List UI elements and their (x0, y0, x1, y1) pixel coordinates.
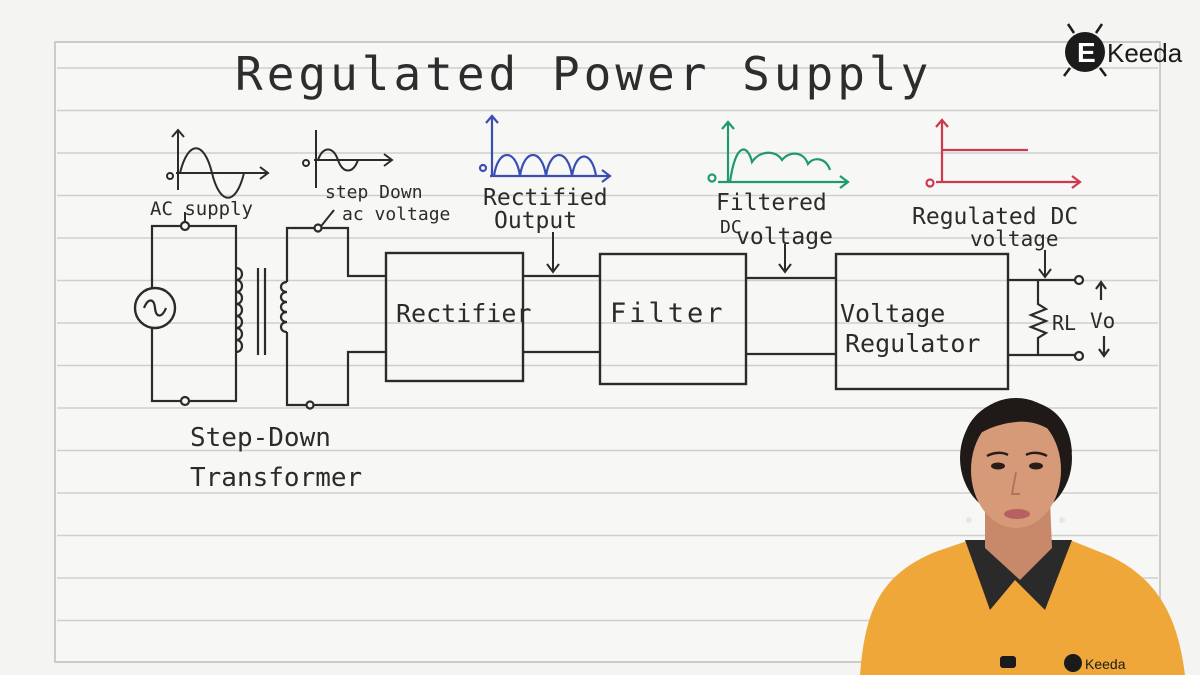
ac-source-icon (133, 286, 177, 330)
presenter: Keeda (860, 398, 1185, 675)
filtered-waveform (707, 120, 850, 189)
output-voltage-label: Vo (1090, 309, 1115, 333)
regulated-label-1: Regulated DC (912, 204, 1078, 230)
transformer-label-1: Step-Down (190, 423, 331, 453)
pointer-arrows (546, 232, 1052, 279)
step-down-label-1: step Down (325, 182, 423, 203)
logo-letter: E (1077, 37, 1096, 68)
rectifier-block (384, 251, 525, 383)
rectified-waveform (478, 114, 612, 183)
rectifier-label: Rectifier (396, 299, 531, 328)
load-resistor-label: RL (1052, 311, 1076, 335)
shirt-logo-text: Keeda (1085, 656, 1126, 672)
rectified-label-2: Output (494, 208, 577, 234)
logo-name: Keeda (1107, 38, 1183, 68)
rectified-label-1: Rectified (483, 185, 608, 211)
filtered-label-1: Filtered (716, 190, 827, 216)
step-down-waveform (302, 130, 394, 188)
step-down-label-2: ac voltage (342, 204, 450, 225)
regulator-label-2: Regulator (845, 329, 980, 358)
ac-supply-waveform (166, 128, 270, 199)
circuit-wiring (150, 220, 1110, 410)
voltage-regulator-block (834, 252, 1010, 391)
regulated-label-2: voltage (970, 227, 1059, 251)
filter-label: Filter (610, 298, 726, 329)
ekeeda-logo: E Keeda (1063, 23, 1183, 77)
regulated-waveform (925, 118, 1082, 189)
filtered-label-2: DC (720, 217, 742, 238)
filter-block (598, 252, 748, 386)
page-title: Regulated Power Supply (235, 47, 932, 101)
logo-circle (1065, 32, 1105, 72)
transformer-label-2: Transformer (190, 463, 362, 493)
regulator-label-1: Voltage (840, 299, 945, 328)
ruled-lines (57, 67, 1158, 622)
ac-supply-label: AC supply (150, 198, 253, 220)
